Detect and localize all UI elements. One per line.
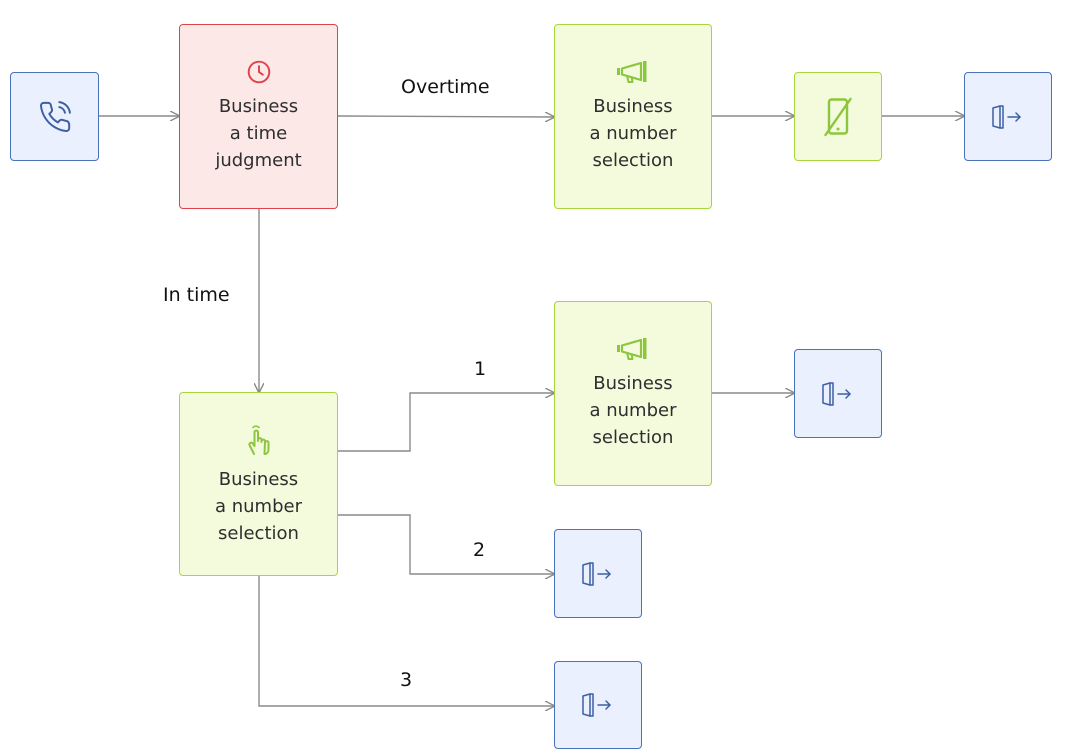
megaphone-icon (617, 61, 647, 83)
edge-label-option-1: 1 (474, 358, 487, 380)
clock-icon (247, 60, 270, 84)
node-label-line: Business (593, 96, 673, 117)
node-label-line: selection (592, 427, 674, 448)
node-exit-option3[interactable] (554, 661, 642, 749)
megaphone-icon (617, 338, 647, 360)
edge-option-1 (338, 393, 554, 452)
node-overtime-announcement[interactable]: Business a number selection (554, 24, 712, 209)
node-label-line: a number (214, 495, 302, 517)
node-number-menu[interactable]: Business a number selection (179, 392, 338, 576)
node-incoming-call[interactable] (10, 72, 99, 161)
edge-label-in-time: In time (163, 284, 230, 306)
edge-overtime (337, 116, 554, 117)
node-label-line: a number (589, 123, 677, 144)
edge-label-overtime: Overtime (401, 76, 490, 98)
phone-off-icon (824, 97, 852, 136)
edge-label-option-3: 3 (400, 669, 413, 691)
node-label-line: Business (218, 468, 299, 490)
node-label-line: judgment (215, 150, 302, 171)
node-label-line: Business (218, 96, 299, 117)
phone-call-icon (39, 100, 71, 132)
node-hangup[interactable] (794, 72, 882, 161)
node-time-judgment[interactable]: Business a time judgment (179, 24, 338, 209)
node-exit-option1[interactable] (794, 349, 882, 438)
node-number-menu-label: Business a number selection (215, 466, 302, 547)
edge-option-3 (258, 575, 554, 706)
node-option1-announcement[interactable]: Business a number selection (554, 301, 712, 486)
node-label-line: Business (593, 373, 673, 394)
node-label-line: selection (592, 150, 674, 171)
node-time-judgment-label: Business a time judgment (215, 93, 301, 174)
node-label-line: a number (589, 400, 677, 421)
node-overtime-announcement-label: Business a number selection (589, 93, 676, 174)
node-exit-overtime[interactable] (964, 72, 1052, 161)
node-label-line: a time (229, 123, 288, 144)
node-option1-announcement-label: Business a number selection (589, 370, 676, 451)
edge-label-option-2: 2 (473, 539, 486, 561)
hand-pointer-icon (247, 424, 269, 455)
exit-door-icon (992, 104, 1021, 129)
exit-door-icon (582, 561, 611, 586)
edge-option-2 (338, 514, 554, 574)
node-label-line: selection (218, 522, 299, 544)
exit-door-icon (822, 381, 851, 406)
exit-door-icon (582, 693, 611, 717)
node-exit-option2[interactable] (554, 529, 642, 618)
